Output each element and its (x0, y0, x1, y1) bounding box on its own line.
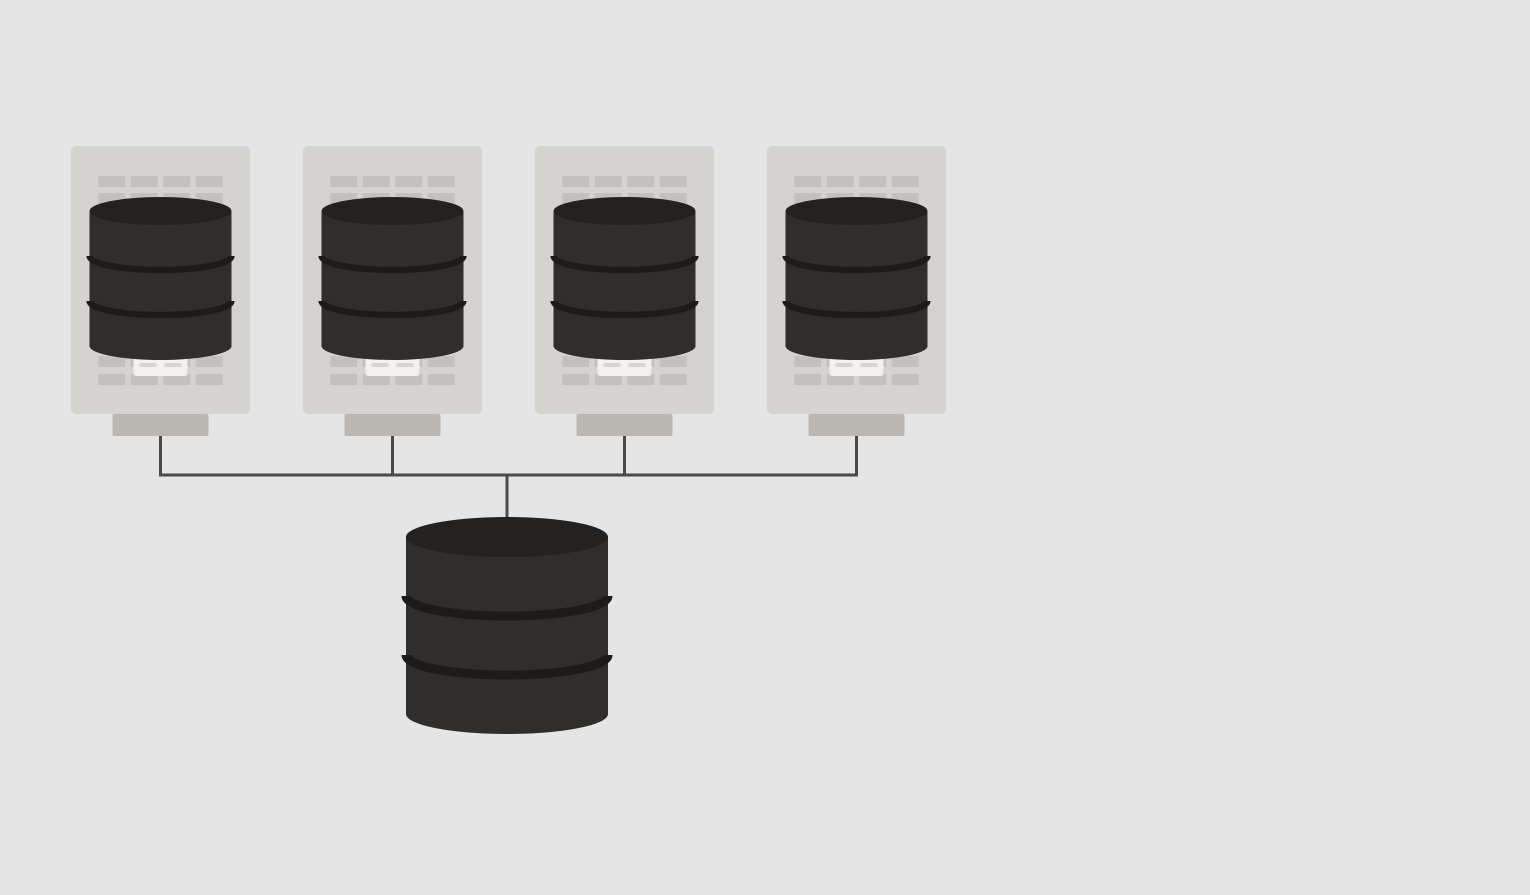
vent-cell (427, 356, 455, 367)
status-light (371, 363, 389, 367)
vent-cell (330, 374, 358, 385)
database-tier-ring (318, 300, 467, 319)
status-light (396, 363, 414, 367)
database-icon (401, 517, 613, 734)
server-rack-icon (535, 146, 714, 436)
status-light (603, 363, 621, 367)
vent-cell (794, 176, 822, 187)
database-body (321, 211, 464, 360)
vent-cell (330, 176, 358, 187)
central-database (401, 517, 613, 734)
vent-cell (130, 374, 158, 385)
vent-cell (163, 176, 191, 187)
vent-cell (195, 176, 223, 187)
vent-cell (562, 356, 590, 367)
database-body (406, 537, 608, 734)
vent-cell (794, 356, 822, 367)
database-body (785, 211, 928, 360)
vent-cell (891, 176, 919, 187)
database-icon (86, 197, 235, 360)
database-tier-ring (401, 595, 613, 621)
database-body (553, 211, 696, 360)
vent-cell (562, 176, 590, 187)
vent-cell (362, 176, 390, 187)
vent-cell (826, 374, 854, 385)
vent-cell (362, 374, 390, 385)
vent-cell (98, 356, 126, 367)
vent-cell (859, 374, 887, 385)
status-light (139, 363, 157, 367)
server-nodes (71, 146, 946, 436)
server-rack-icon (303, 146, 482, 436)
vent-cell (98, 193, 126, 204)
database-tier-ring (550, 255, 699, 274)
vent-cell (98, 176, 126, 187)
vent-cell (659, 193, 687, 204)
vent-cell (330, 356, 358, 367)
vent-cell (659, 176, 687, 187)
vent-cell (826, 176, 854, 187)
status-light (164, 363, 182, 367)
database-top (89, 197, 232, 225)
vent-cell (130, 176, 158, 187)
database-top (321, 197, 464, 225)
vent-cell (562, 193, 590, 204)
vent-cell (395, 374, 423, 385)
vent-cell (427, 374, 455, 385)
server-rack-icon (767, 146, 946, 436)
vent-cell (395, 176, 423, 187)
database-tier-ring (318, 255, 467, 274)
server-rack-icon (71, 146, 250, 436)
database-tier-ring (86, 255, 235, 274)
status-light (628, 363, 646, 367)
database-icon (782, 197, 931, 360)
database-tier-ring (550, 300, 699, 319)
database-tier-ring (782, 300, 931, 319)
vent-cell (627, 374, 655, 385)
vent-cell (859, 176, 887, 187)
server-base (112, 414, 209, 436)
vent-cell (627, 176, 655, 187)
server-base (576, 414, 673, 436)
vent-cell (794, 193, 822, 204)
vent-cell (594, 176, 622, 187)
vent-cell (330, 193, 358, 204)
vent-cell (594, 374, 622, 385)
server-base (344, 414, 441, 436)
vent-cell (891, 356, 919, 367)
vent-cell (659, 374, 687, 385)
status-light (860, 363, 878, 367)
vent-cell (659, 356, 687, 367)
vent-cell (562, 374, 590, 385)
database-icon (550, 197, 699, 360)
vent-cell (195, 374, 223, 385)
vent-cell (98, 374, 126, 385)
vent-cell (427, 193, 455, 204)
database-icon (318, 197, 467, 360)
database-tier-ring (401, 654, 613, 680)
vent-cell (891, 193, 919, 204)
server-base (808, 414, 905, 436)
vent-cell (195, 356, 223, 367)
vent-cell (891, 374, 919, 385)
database-top (785, 197, 928, 225)
vent-cell (163, 374, 191, 385)
vent-cell (195, 193, 223, 204)
database-body (89, 211, 232, 360)
status-light (835, 363, 853, 367)
vent-cell (794, 374, 822, 385)
database-top (553, 197, 696, 225)
vent-cell (427, 176, 455, 187)
database-tier-ring (782, 255, 931, 274)
database-tier-ring (86, 300, 235, 319)
database-top (406, 517, 608, 557)
connector-lines (159, 436, 858, 522)
